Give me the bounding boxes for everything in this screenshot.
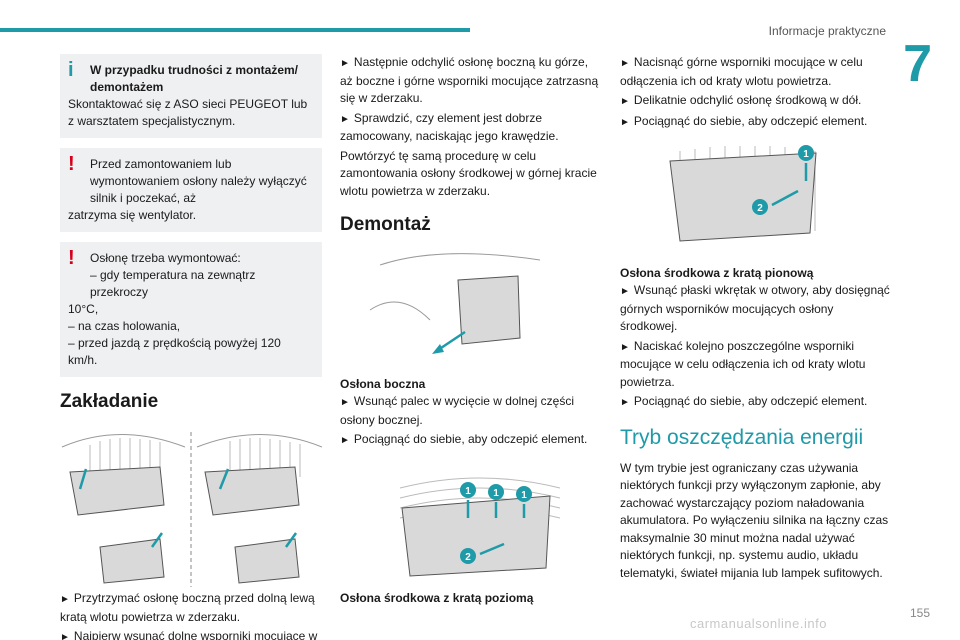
step-item: ►Pociągnąć do siebie, aby odczepić eleme… [620, 113, 868, 128]
warning-line: – na czas holowania, [68, 319, 181, 333]
triangle-right-icon: ► [340, 435, 350, 446]
page-number: 155 [909, 606, 930, 620]
warning-line: – przed jazdą z prędkością powyżej 120 k… [68, 336, 281, 367]
warning-text: Przed zamontowaniem lub wymontowaniem os… [90, 157, 307, 205]
exclamation-icon: ! [68, 153, 75, 175]
triangle-right-icon: ► [620, 96, 630, 107]
column-2: ►Następnie odchylić osłonę boczną ku gór… [340, 54, 602, 607]
step-item: ►Nacisnąć górne wsporniki mocujące w cel… [620, 55, 863, 88]
section-title-zakladanie: Zakładanie [60, 391, 159, 412]
triangle-right-icon: ► [620, 397, 630, 408]
illustration-side-cover [340, 250, 602, 371]
svg-text:2: 2 [757, 203, 763, 214]
step-item: ►Następnie odchylić osłonę boczną ku gór… [340, 55, 599, 105]
warning-box-removal: ! Osłonę trzeba wymontować: – gdy temper… [60, 242, 322, 377]
column-1: i W przypadku trudności z montażem/ demo… [60, 54, 323, 640]
section-header: Informacje praktyczne [768, 24, 886, 38]
caption-center-horizontal: Osłona środkowa z kratą poziomą [340, 590, 534, 605]
repeat-note: Powtórzyć tę samą procedurę w celu zamon… [340, 148, 597, 198]
step-item: ►Pociągnąć do siebie, aby odczepić eleme… [340, 432, 588, 446]
svg-text:1: 1 [465, 486, 471, 497]
watermark: carmanualsonline.info [690, 616, 827, 631]
step-item: ►Naciskać kolejno poszczególne wsporniki… [620, 338, 866, 389]
triangle-right-icon: ► [60, 594, 70, 605]
step-item: ►Wsunąć palec w wycięcie w dolnej części… [340, 394, 574, 427]
svg-text:2: 2 [465, 552, 471, 563]
svg-text:1: 1 [521, 490, 527, 501]
step-item: ►Przytrzymać osłonę boczną przed dolną l… [60, 591, 315, 624]
caption-center-vertical: Osłona środkowa z kratą pionową [620, 266, 814, 280]
triangle-right-icon: ► [340, 113, 350, 125]
triangle-right-icon: ► [620, 58, 630, 69]
section-title-demontaz: Demontaż [340, 214, 431, 235]
step-item: ►Delikatnie odchylić osłonę środkową w d… [620, 93, 862, 107]
illustration-center-horizontal: 1 1 1 2 [340, 458, 602, 585]
step-item: ►Najpierw wsunąć dolne wsporniki mocując… [60, 628, 322, 640]
triangle-right-icon: ► [340, 58, 350, 69]
info-box: i W przypadku trudności z montażem/ demo… [60, 54, 322, 138]
warning-line: Osłonę trzeba wymontować: [90, 251, 241, 265]
caption-side-cover: Osłona boczna [340, 377, 426, 391]
chapter-number: 7 [903, 35, 932, 93]
illustration-fitting [60, 427, 323, 590]
warning-line: 10°C, [68, 302, 99, 316]
exclamation-icon: ! [68, 247, 75, 269]
section-title-energy-saving: Tryb oszczędzania energii [620, 425, 864, 449]
svg-text:1: 1 [803, 149, 809, 160]
triangle-right-icon: ► [60, 632, 70, 640]
triangle-right-icon: ► [620, 341, 630, 353]
info-icon: i [68, 59, 74, 81]
info-text: Skontaktować się z ASO sieci PEUGEOT lub… [68, 97, 308, 128]
triangle-right-icon: ► [620, 116, 630, 128]
step-item: ►Wsunąć płaski wkrętak w otwory, aby dos… [620, 283, 890, 333]
column-3: ►Nacisnąć górne wsporniki mocujące w cel… [620, 54, 890, 584]
energy-saving-body: W tym trybie jest ograniczany czas używa… [620, 460, 889, 580]
triangle-right-icon: ► [620, 286, 630, 297]
info-title: W przypadku trudności z montażem/ demont… [90, 63, 299, 94]
triangle-right-icon: ► [340, 397, 350, 408]
warning-text-cont: zatrzyma się wentylator. [68, 208, 197, 222]
step-item: ►Pociągnąć do siebie, aby odczepić eleme… [620, 394, 868, 408]
step-item: ►Sprawdzić, czy element jest dobrze zamo… [340, 110, 559, 144]
warning-box-fan: ! Przed zamontowaniem lub wymontowaniem … [60, 148, 322, 232]
warning-line: – gdy temperatura na zewnątrz przekroczy [90, 268, 256, 299]
svg-text:1: 1 [493, 488, 499, 499]
header-accent-bar [0, 28, 470, 32]
